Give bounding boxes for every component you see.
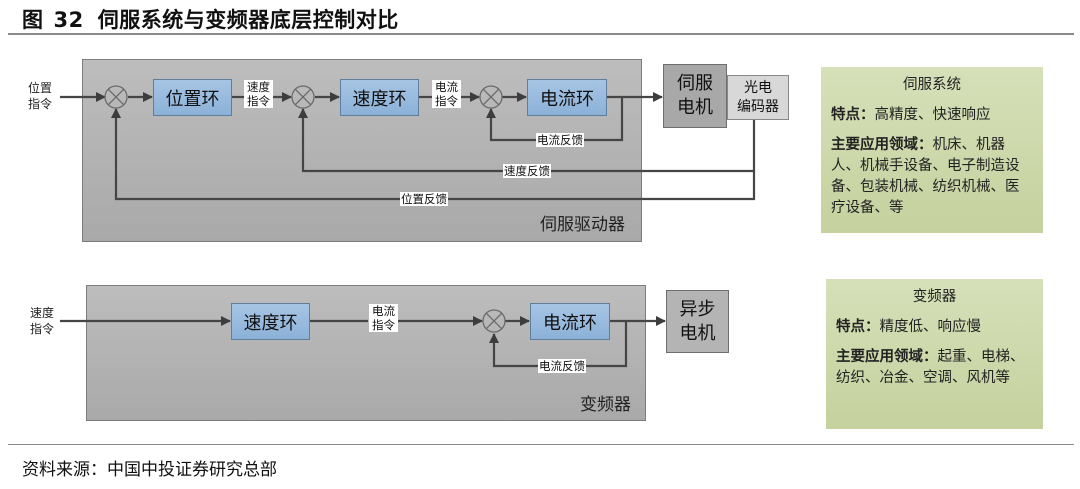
footer-divider — [8, 444, 1074, 445]
servo-app-text: 机床、机器人、机械手设备、电子制造设备、包装机械、纺织机械、医疗设备、等 — [831, 137, 1020, 216]
servo-current-cmd-line1: 电流 — [435, 80, 458, 94]
inverter-feature-text: 精度低、响应慢 — [879, 319, 982, 335]
inverter-note-features: 特点：精度低、响应慢 — [836, 316, 1033, 338]
inverter-speed-loop-block: 速度环 — [231, 303, 310, 340]
servo-driver-label: 伺服驱动器 — [540, 215, 625, 235]
inverter-input-label-line1: 速度 — [30, 306, 55, 320]
servo-speed-loop-block: 速度环 — [340, 79, 419, 116]
title-divider — [8, 33, 1074, 35]
servo-motor: 伺服电机 — [663, 64, 727, 128]
inverter-sum-junction-current — [482, 309, 506, 333]
servo-motor-line1: 伺服 — [677, 73, 713, 94]
servo-feature-text: 高精度、快速响应 — [874, 107, 991, 123]
servo-speed-cmd-line1: 速度 — [247, 80, 270, 94]
inverter-app-label: 主要应用领域： — [836, 348, 938, 365]
servo-input-label-line1: 位置 — [28, 81, 53, 95]
servo-position-loop-block: 位置环 — [153, 79, 232, 116]
optical-encoder: 光电编码器 — [727, 75, 789, 120]
servo-sum-junction-position — [104, 85, 128, 109]
servo-speed-cmd-line2: 指令 — [247, 94, 270, 108]
servo-note-heading: 伺服系统 — [903, 77, 961, 93]
figure-label: 图 — [22, 8, 44, 32]
async-motor-line1: 异步 — [679, 298, 716, 320]
encoder-line1: 光电 — [744, 79, 772, 96]
servo-app-label: 主要应用领域： — [831, 136, 933, 153]
inverter-note-heading: 变频器 — [912, 289, 957, 305]
inverter-feature-label: 特点： — [836, 318, 880, 335]
source-note: 资料来源：中国中投证券研究总部 — [22, 460, 277, 480]
inverter-current-loop-block: 电流环 — [530, 303, 610, 340]
servo-note-applications: 主要应用领域：机床、机器人、机械手设备、电子制造设备、包装机械、纺织机械、医疗设… — [831, 134, 1033, 219]
servo-current-cmd-line2: 指令 — [435, 94, 458, 108]
inverter-current-cmd-tag: 电流指令 — [369, 304, 398, 332]
servo-sum-junction-speed — [291, 85, 315, 109]
figure-number: 32 — [53, 8, 84, 32]
figure-title: 图 32 伺服系统与变频器底层控制对比 — [22, 4, 399, 34]
servo-position-feedback-tag: 位置反馈 — [400, 192, 448, 206]
servo-input-label-line2: 指令 — [28, 97, 53, 111]
inverter-note-applications: 主要应用领域：起重、电梯、纺织、冶金、空调、风机等 — [836, 346, 1033, 389]
servo-speed-feedback-tag: 速度反馈 — [503, 164, 551, 178]
inverter-input-label: 速度指令 — [30, 305, 54, 337]
async-motor-line2: 电机 — [679, 322, 716, 344]
servo-current-loop-block: 电流环 — [527, 79, 607, 116]
inverter-current-cmd-line1: 电流 — [372, 304, 395, 318]
servo-motor-line2: 电机 — [677, 97, 713, 118]
servo-feature-label: 特点： — [831, 106, 875, 123]
inverter-current-feedback-tag: 电流反馈 — [538, 359, 586, 373]
inverter-note-box: 变频器 特点：精度低、响应慢 主要应用领域：起重、电梯、纺织、冶金、空调、风机等 — [826, 279, 1043, 429]
servo-note-box: 伺服系统 特点：高精度、快速响应 主要应用领域：机床、机器人、机械手设备、电子制… — [821, 67, 1043, 233]
servo-sum-junction-current — [479, 85, 503, 109]
encoder-line2: 编码器 — [737, 98, 779, 115]
inverter-app-text: 起重、电梯、纺织、冶金、空调、风机等 — [836, 349, 1025, 386]
figure-title-text: 伺服系统与变频器底层控制对比 — [97, 8, 399, 32]
inverter-input-label-line2: 指令 — [30, 322, 55, 336]
servo-current-feedback-tag: 电流反馈 — [536, 133, 584, 147]
async-motor: 异步电机 — [666, 290, 729, 353]
inverter-current-cmd-line2: 指令 — [372, 318, 395, 332]
servo-input-label: 位置指令 — [28, 80, 52, 112]
servo-speed-cmd-tag: 速度指令 — [244, 80, 273, 108]
inverter-panel-label: 变频器 — [580, 395, 631, 415]
servo-current-cmd-tag: 电流指令 — [432, 80, 461, 108]
servo-position-feedback-wire — [111, 108, 756, 201]
servo-note-features: 特点：高精度、快速响应 — [831, 104, 1033, 126]
